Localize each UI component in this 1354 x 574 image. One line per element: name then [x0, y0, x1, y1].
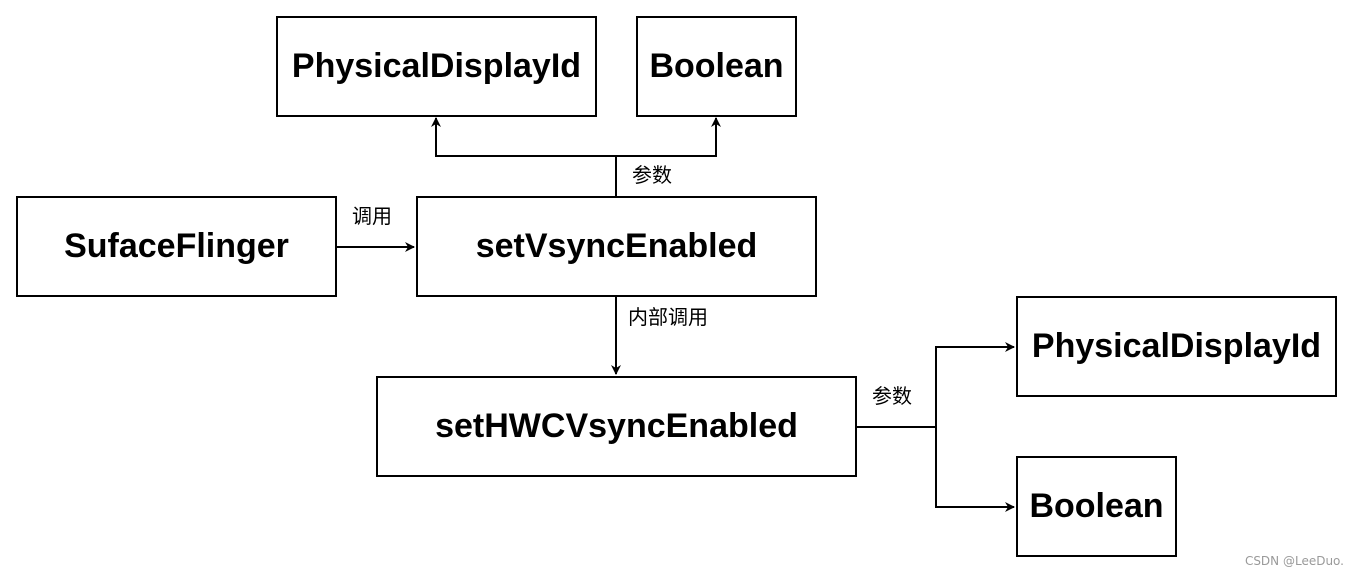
node-right-boolean: Boolean — [1016, 456, 1177, 557]
node-suface-flinger: SufaceFlinger — [16, 196, 337, 297]
node-right-physical-display-id: PhysicalDisplayId — [1016, 296, 1337, 397]
node-set-vsync-enabled: setVsyncEnabled — [416, 196, 817, 297]
watermark: CSDN @LeeDuo. — [1244, 554, 1344, 568]
edge-params-top-to-boolean — [616, 117, 721, 157]
edge-params-right-to-physical-display-id — [935, 342, 1015, 427]
edge-label-internal-call: 内部调用 — [628, 305, 708, 329]
node-top-physical-display-id: PhysicalDisplayId — [276, 16, 597, 117]
edge-label-call: 调用 — [352, 204, 392, 228]
edge-label-params-top: 参数 — [632, 163, 672, 187]
node-top-boolean: Boolean — [636, 16, 797, 117]
edge-params-top-to-physical-display-id — [431, 117, 616, 157]
node-set-hwc-vsync-enabled: setHWCVsyncEnabled — [376, 376, 857, 477]
edge-label-params-right: 参数 — [872, 384, 912, 408]
edge-params-right-to-boolean — [935, 427, 1015, 512]
